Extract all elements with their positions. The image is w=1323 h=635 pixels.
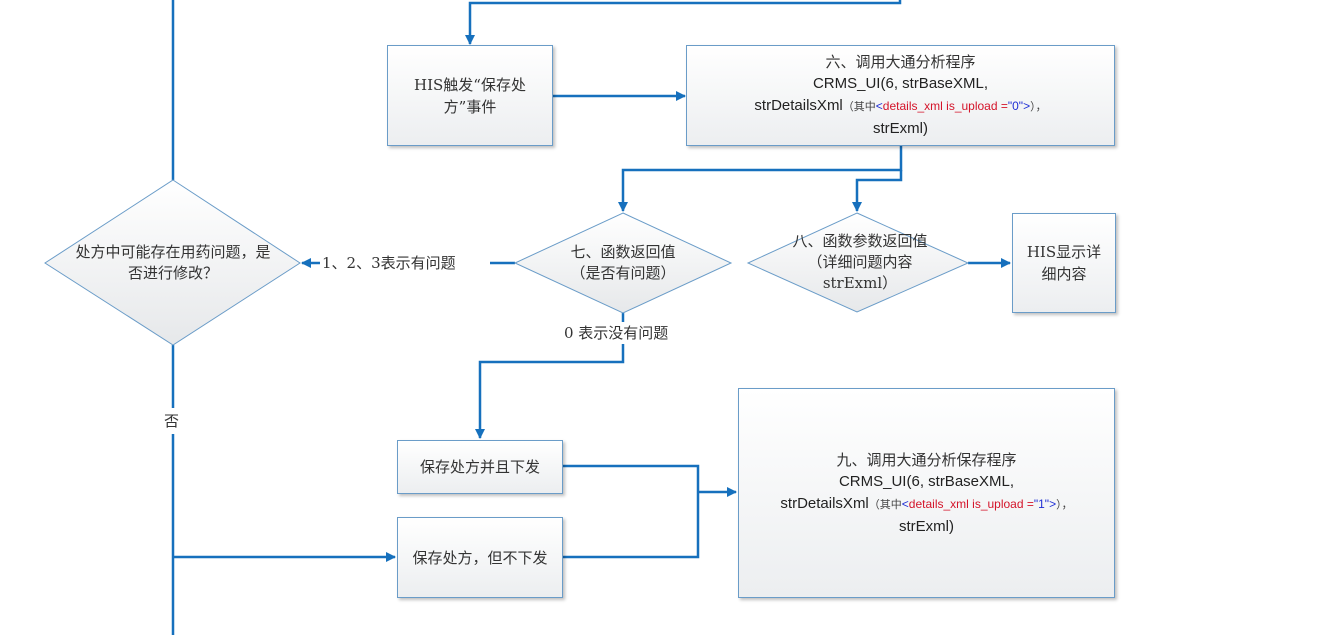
step6-suffix: ）， <box>1030 100 1047 113</box>
step8-node[interactable]: 八、函数参数返回值 （详细问题内容 strExml） <box>765 226 955 298</box>
step9-note: （其中 <box>868 497 902 511</box>
decision-diamond-step8 <box>746 212 970 313</box>
step6-node[interactable]: 六、调用大通分析程序 CRMS_UI(6, strBaseXML, strDet… <box>686 45 1115 146</box>
connector-to-save-dispatch <box>475 344 625 439</box>
step9-line3: strExml) <box>899 517 954 535</box>
save-dispatch-text: 保存处方并且下发 <box>419 458 540 476</box>
connector-merge <box>563 464 700 559</box>
step9-node[interactable]: 九、调用大通分析保存程序 CRMS_UI(6, strBaseXML, strD… <box>738 388 1115 598</box>
his-show-node[interactable]: HIS显示详细内容 <box>1012 213 1116 313</box>
save-no-dispatch-node[interactable]: 保存处方，但不下发 <box>397 517 563 598</box>
connector-step6-to-step7 <box>618 146 903 212</box>
step7-line1: 七、函数返回值 <box>570 243 676 261</box>
step7-line2: （是否有问题） <box>570 264 676 282</box>
step6-attr: details_xml is_upload = <box>882 99 1008 113</box>
step9-line2: strDetailsXml（其中<details_xml is_upload =… <box>780 493 1072 516</box>
his-show-text: HIS显示详细内容 <box>1026 243 1102 283</box>
his-trigger-node[interactable]: HIS触发“保存处方”事件 <box>387 45 553 146</box>
his-trigger-text: HIS触发“保存处方”事件 <box>414 75 526 116</box>
decision-diamond-modify <box>44 179 301 346</box>
connector-step6-to-step8 <box>852 170 903 212</box>
step6-value: "0"> <box>1007 99 1031 113</box>
step8-line1: 八、函数参数返回值 <box>792 231 928 250</box>
decision-modify-text: 处方中可能存在用药问题，是否进行修改？ <box>75 243 271 282</box>
decision-modify-text-box[interactable]: 处方中可能存在用药问题，是否进行修改？ <box>70 233 276 293</box>
step6-note: （其中 <box>842 100 876 113</box>
step9-param: strDetailsXml <box>780 494 869 512</box>
edge-label-no-problem: 0 表示没有问题 <box>564 323 669 343</box>
decision-diamond-step7 <box>513 212 733 314</box>
step6-title: 六、调用大通分析程序 <box>825 53 976 71</box>
connector-into-his-trigger <box>465 0 902 45</box>
step9-value: "1"> <box>1033 496 1057 511</box>
step9-suffix: ）， <box>1056 497 1073 511</box>
step6-line2: strDetailsXml（其中<details_xml is_upload =… <box>754 95 1046 118</box>
step9-tag-open: < <box>901 496 909 511</box>
step9-attr: details_xml is_upload = <box>908 496 1034 511</box>
edge-label-no: 否 <box>164 411 180 431</box>
save-dispatch-node[interactable]: 保存处方并且下发 <box>397 440 563 494</box>
save-no-dispatch-text: 保存处方，但不下发 <box>412 548 548 567</box>
step6-param: strDetailsXml <box>754 97 843 114</box>
step8-line2: （详细问题内容 <box>807 252 913 271</box>
step8-line3: strExml） <box>822 273 898 292</box>
step6-line3: strExml) <box>873 120 928 137</box>
edge-label-has-problem: 1、2、3表示有问题 <box>322 253 456 273</box>
step7-node[interactable]: 七、函数返回值 （是否有问题） <box>540 240 706 286</box>
step9-title: 九、调用大通分析保存程序 <box>836 450 1017 469</box>
step9-line1: CRMS_UI(6, strBaseXML, <box>838 472 1015 490</box>
step6-line1: CRMS_UI(6, strBaseXML, <box>812 75 989 92</box>
step6-tag-open: < <box>875 99 883 113</box>
